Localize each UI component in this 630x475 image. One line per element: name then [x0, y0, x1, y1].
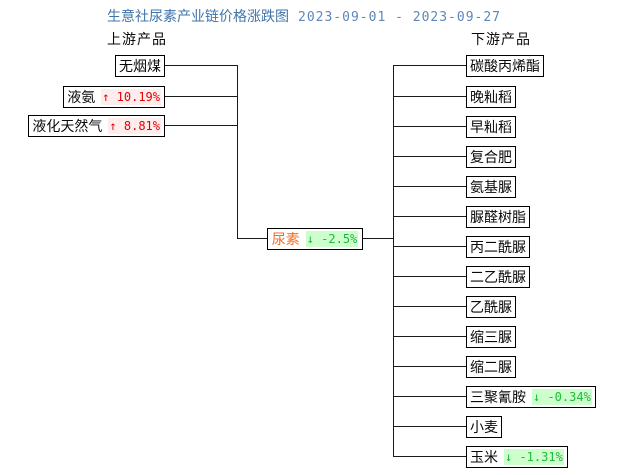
connector-line — [393, 246, 466, 247]
node-label: 乙酰脲 — [470, 300, 512, 316]
node-label: 氨基脲 — [470, 180, 512, 196]
node-label: 尿素 — [271, 232, 300, 248]
node-label: 脲醛树脂 — [470, 210, 526, 226]
node-label: 碳酸丙烯酯 — [470, 59, 540, 75]
node-wheat[interactable]: 小麦 — [466, 416, 502, 438]
node-label: 液化天然气 — [32, 119, 103, 135]
connector-line — [393, 456, 466, 457]
connector-line — [393, 65, 466, 66]
connector-line — [393, 216, 466, 217]
node-anthracite-coal[interactable]: 无烟煤 — [115, 55, 165, 77]
connector-line — [165, 96, 238, 97]
connector-line — [393, 276, 466, 277]
node-liquefied-natural-gas[interactable]: 液化天然气 ↑ 8.81% — [28, 115, 165, 137]
node-biuret[interactable]: 缩二脲 — [466, 356, 516, 378]
connector-line — [237, 238, 269, 239]
node-malonylurea[interactable]: 丙二酰脲 — [466, 236, 530, 258]
connector-line — [165, 65, 238, 66]
node-compound-fertilizer[interactable]: 复合肥 — [466, 146, 516, 168]
node-label: 二乙酰脲 — [470, 270, 526, 286]
node-label: 无烟煤 — [119, 59, 161, 75]
connector-line — [393, 426, 466, 427]
node-label: 早籼稻 — [470, 120, 512, 136]
node-propylene-carbonate[interactable]: 碳酸丙烯酯 — [466, 55, 544, 77]
connector-line — [393, 126, 466, 127]
page-title: 生意社尿素产业链价格涨跌图 2023-09-01 - 2023-09-27 — [107, 6, 501, 26]
node-acetylurea[interactable]: 乙酰脲 — [466, 296, 516, 318]
node-triuret[interactable]: 缩三脲 — [466, 326, 516, 348]
connector-line — [393, 366, 466, 367]
node-label: 小麦 — [470, 420, 498, 436]
node-label: 晚籼稻 — [470, 90, 512, 106]
connector-line — [393, 336, 466, 337]
price-change-up: ↑ 10.19% — [101, 89, 161, 105]
node-label: 缩二脲 — [470, 360, 512, 376]
node-late-indica-rice[interactable]: 晚籼稻 — [466, 86, 516, 108]
connector-line — [393, 306, 466, 307]
connector-line — [393, 396, 466, 397]
upstream-section-label: 上游产品 — [107, 32, 167, 48]
node-corn[interactable]: 玉米 ↓ -1.31% — [466, 446, 568, 468]
node-semicarbazide[interactable]: 氨基脲 — [466, 176, 516, 198]
price-change-up: ↑ 8.81% — [108, 118, 161, 134]
connector-line — [393, 156, 466, 157]
chart-date-range: 2023-09-01 - 2023-09-27 — [298, 10, 502, 25]
node-liquid-ammonia[interactable]: 液氨 ↑ 10.19% — [63, 86, 165, 108]
node-label: 三聚氰胺 — [470, 390, 526, 406]
price-change-down: ↓ -1.31% — [504, 449, 564, 465]
connector-line — [393, 96, 466, 97]
chart-title-text: 生意社尿素产业链价格涨跌图 — [107, 9, 289, 25]
node-diacetylurea[interactable]: 二乙酰脲 — [466, 266, 530, 288]
connector-line — [393, 186, 466, 187]
node-label: 缩三脲 — [470, 330, 512, 346]
node-melamine[interactable]: 三聚氰胺 ↓ -0.34% — [466, 386, 596, 408]
price-change-down: ↓ -0.34% — [532, 389, 592, 405]
node-label: 复合肥 — [470, 150, 512, 166]
node-label: 丙二酰脲 — [470, 240, 526, 256]
downstream-trunk-line — [393, 65, 394, 457]
node-early-indica-rice[interactable]: 早籼稻 — [466, 116, 516, 138]
upstream-trunk-line — [237, 65, 238, 239]
downstream-section-label: 下游产品 — [471, 32, 531, 48]
price-change-down: ↓ -2.5% — [305, 231, 359, 247]
connector-line — [356, 238, 393, 239]
connector-line — [165, 125, 238, 126]
node-urea-formaldehyde-resin[interactable]: 脲醛树脂 — [466, 206, 530, 228]
node-urea[interactable]: 尿素 ↓ -2.5% — [267, 228, 363, 250]
node-label: 液氨 — [67, 90, 96, 106]
node-label: 玉米 — [470, 450, 498, 466]
